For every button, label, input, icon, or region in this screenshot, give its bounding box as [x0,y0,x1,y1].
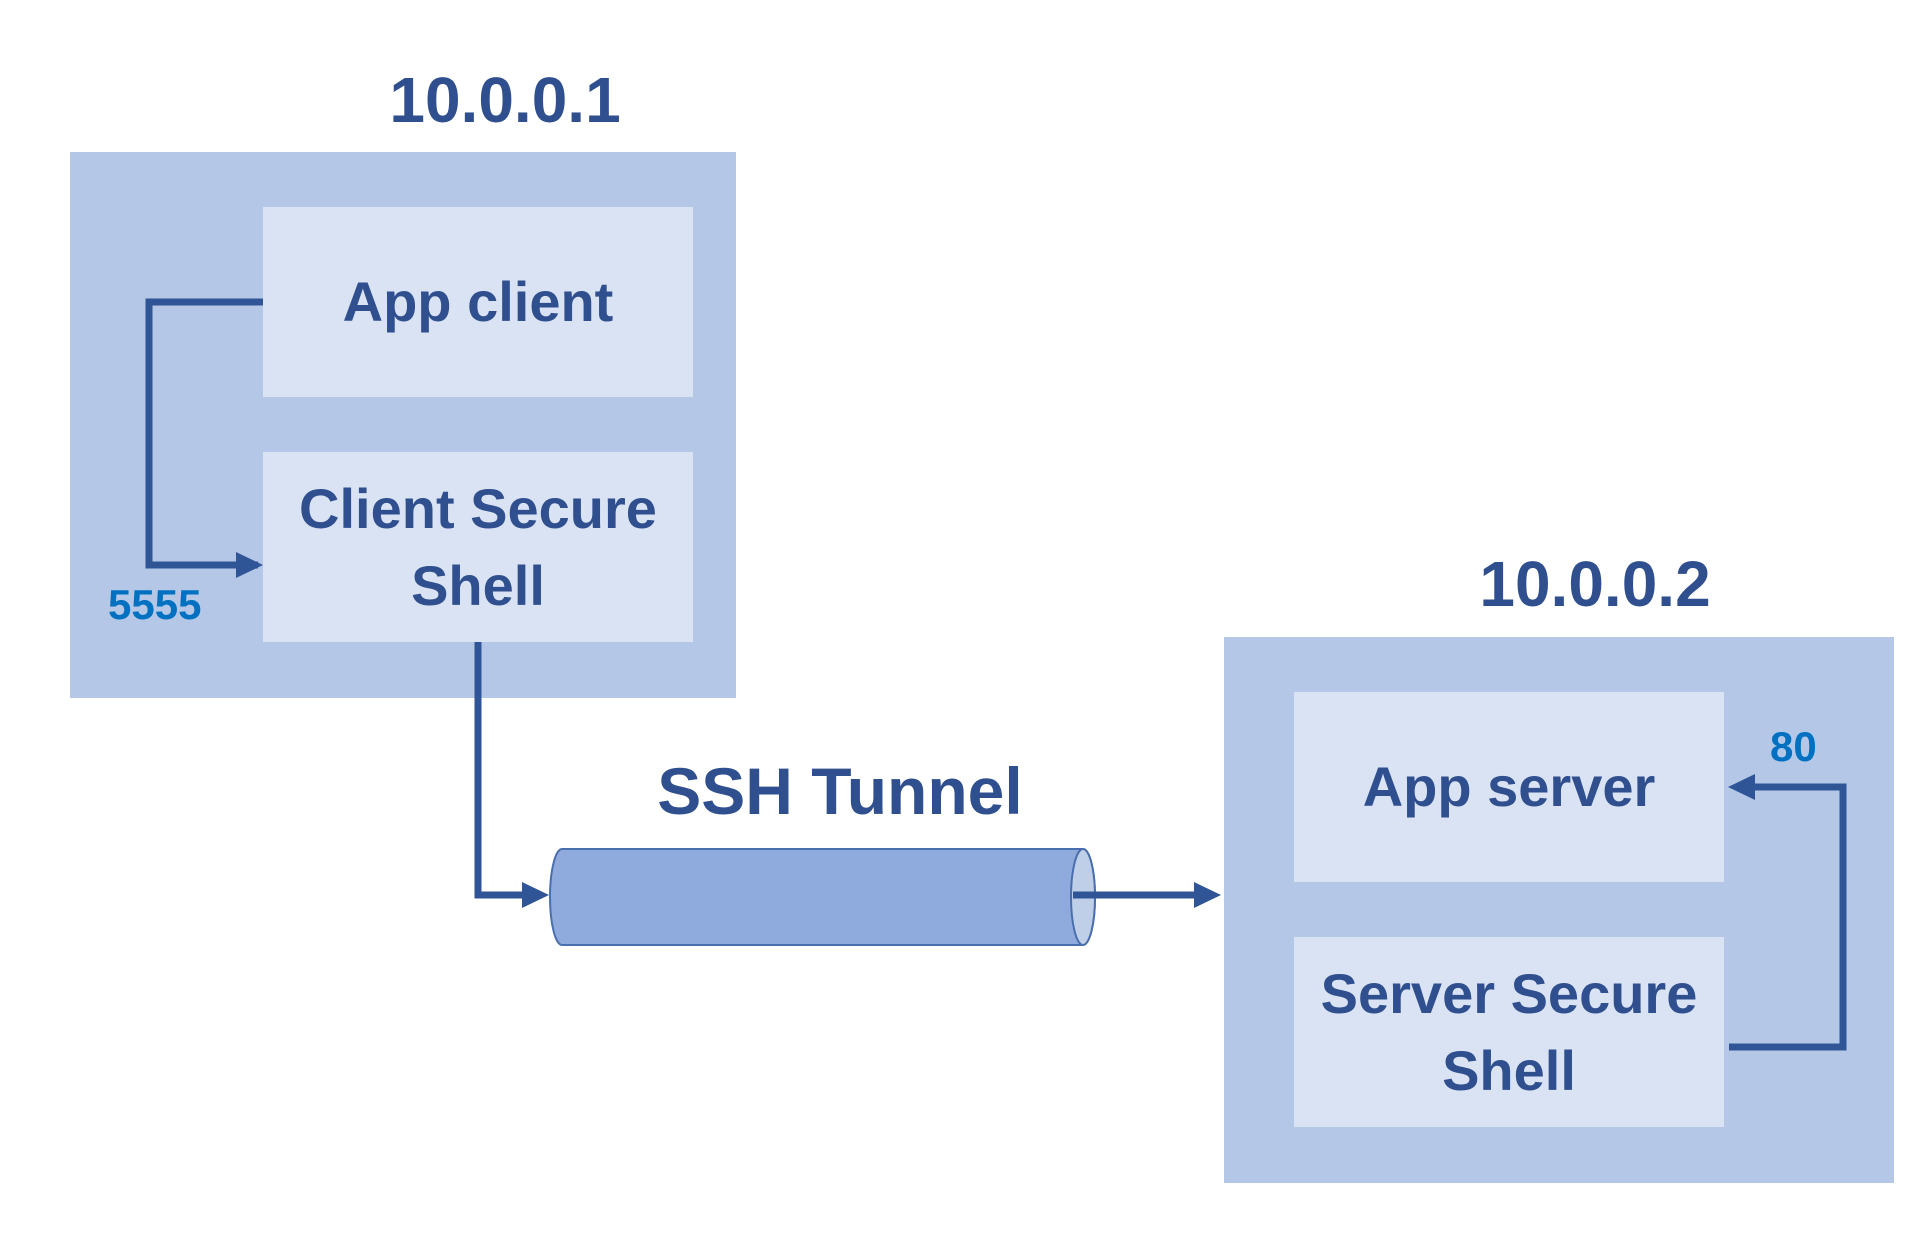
server-loopback-arrowhead [1728,774,1755,800]
server-ssh-label-line1: Server Secure [1320,961,1698,1025]
app-server-label: App server [1362,755,1656,819]
app-client-node: App client [263,207,693,397]
client-ssh-label-line1: Client Secure [299,476,657,540]
app-server-node: App server [1294,692,1724,882]
client-host-ip: 10.0.0.1 [389,64,621,136]
ssh-tunnel-label: SSH Tunnel [657,754,1023,828]
server-ssh-label-line2: Shell [1442,1039,1576,1102]
server-ssh-node: Server Secure Shell [1294,937,1724,1127]
app-client-label: App client [342,270,614,334]
client-to-tunnel-connector [474,642,540,899]
client-loopback-arrowhead [236,552,263,578]
client-ssh-node: Client Secure Shell [263,452,693,642]
client-to-tunnel-arrowhead [522,882,549,908]
client-loopback-connector [145,298,263,569]
server-port-label: 80 [1770,723,1817,770]
tunnel-to-server-arrowhead [1194,882,1221,908]
server-loopback-connector [1729,783,1847,1051]
ssh-tunnel-cylinder [549,848,1096,946]
client-port-label: 5555 [108,581,202,628]
server-host-ip: 10.0.0.2 [1479,548,1711,620]
client-ssh-label-line2: Shell [411,554,545,617]
